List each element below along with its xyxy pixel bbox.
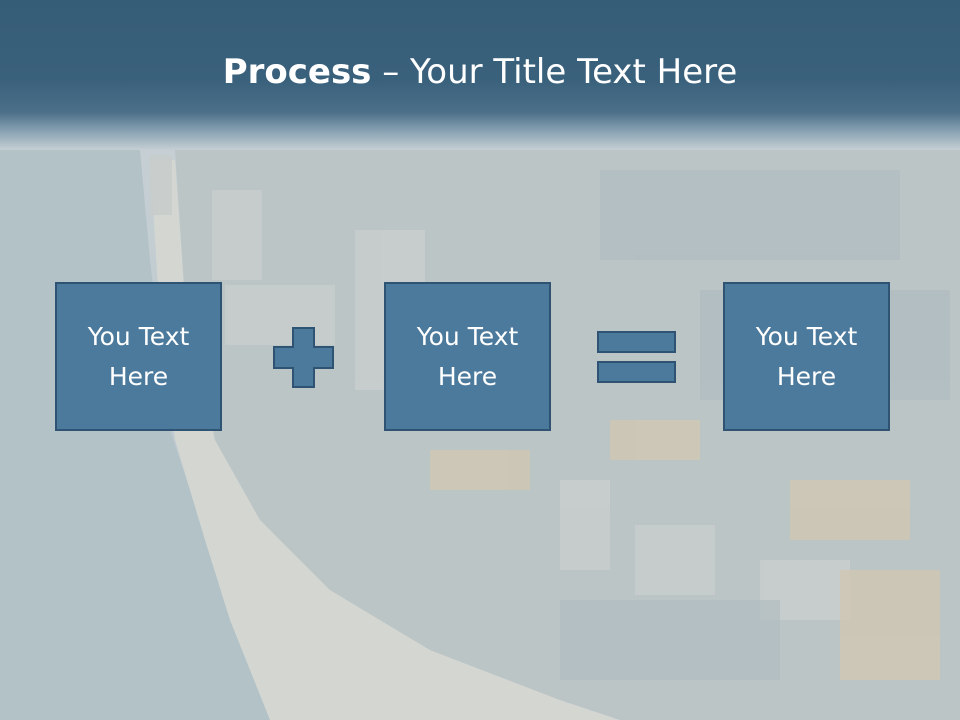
process-box-2-label: You Text Here bbox=[416, 321, 519, 391]
title-bold: Process bbox=[222, 52, 372, 92]
title-rest: – Your Title Text Here bbox=[371, 52, 738, 92]
process-box-1: You Text Here bbox=[55, 282, 222, 431]
equals-icon bbox=[597, 331, 676, 383]
title-band bbox=[0, 0, 960, 150]
slide-title: Process – Your Title Text Here bbox=[0, 52, 960, 92]
process-box-2: You Text Here bbox=[384, 282, 551, 431]
process-box-3-label: You Text Here bbox=[755, 321, 858, 391]
plus-icon bbox=[273, 327, 334, 388]
process-box-3: You Text Here bbox=[723, 282, 890, 431]
process-box-1-label: You Text Here bbox=[87, 321, 190, 391]
